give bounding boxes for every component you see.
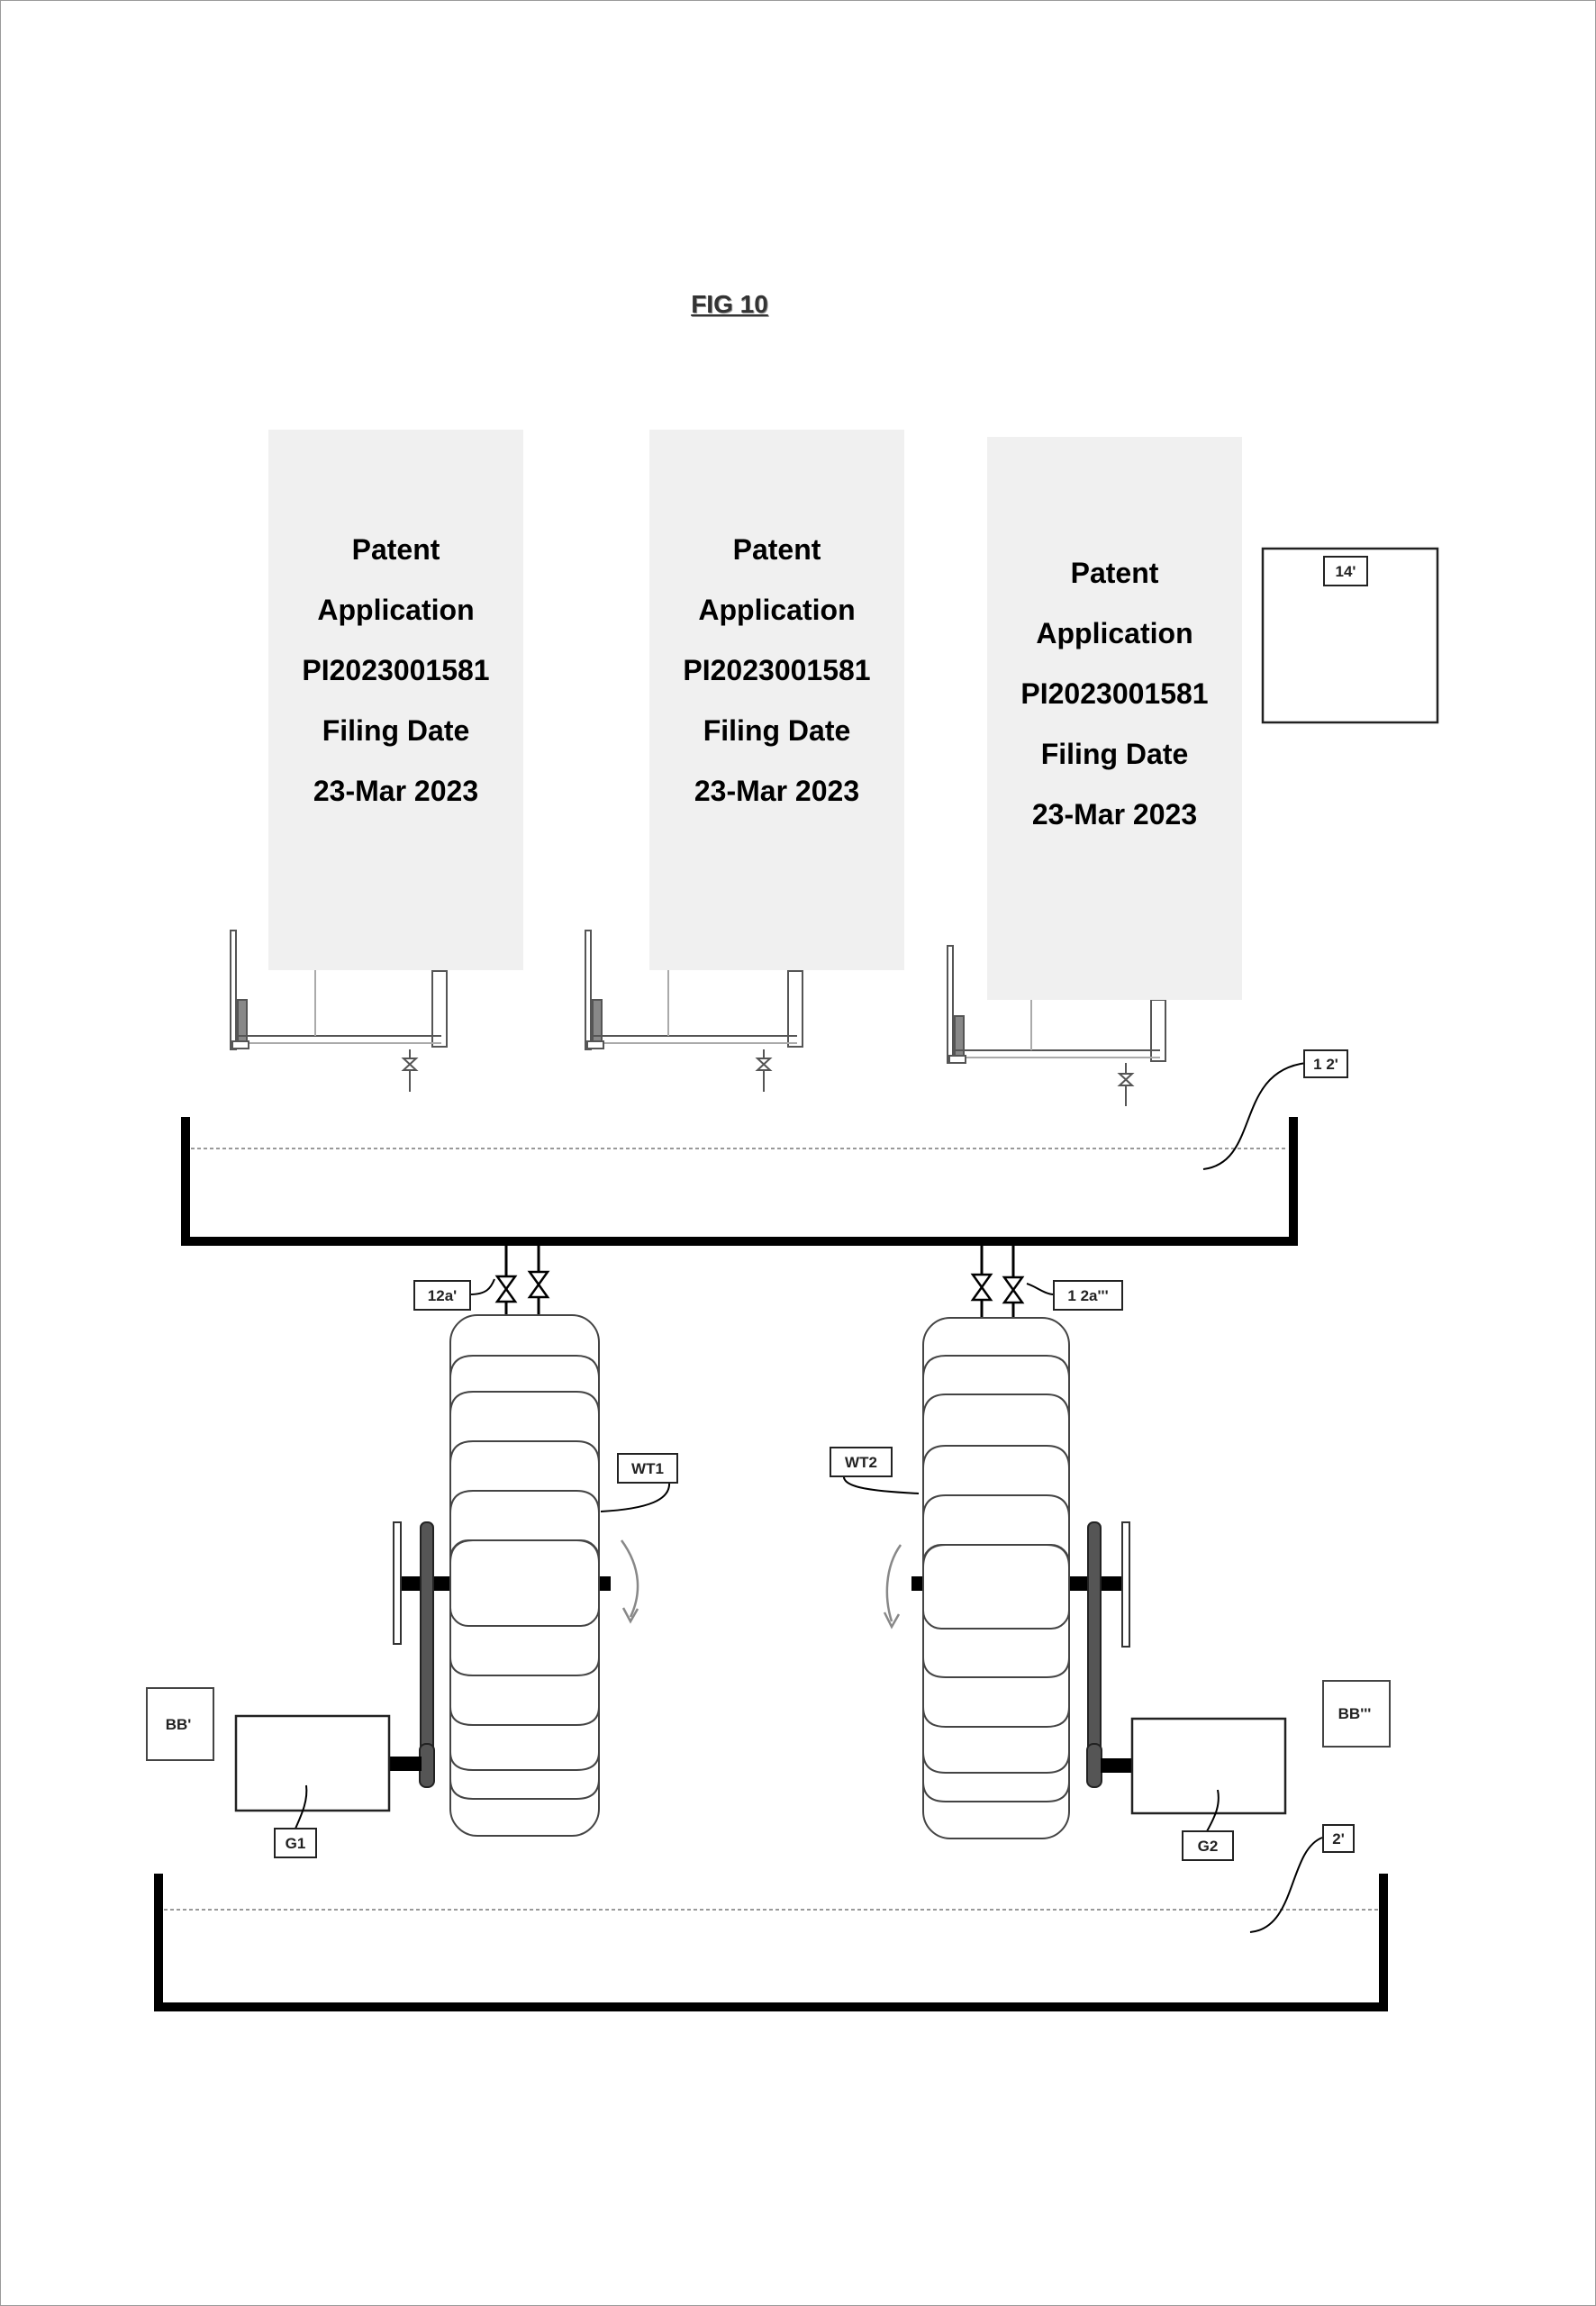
stamp-line: Filing Date bbox=[322, 714, 470, 747]
stamp-line: Application bbox=[1036, 617, 1193, 649]
svg-text:12a': 12a' bbox=[428, 1287, 457, 1304]
stamp-line: PI2023001581 bbox=[683, 654, 871, 686]
stamp-line: PI2023001581 bbox=[1020, 677, 1209, 710]
label-turbine-2: WT2 bbox=[830, 1447, 893, 1477]
lower-main-tank bbox=[154, 1837, 1388, 2011]
svg-text:BB''': BB''' bbox=[1338, 1705, 1372, 1722]
svg-text:WT1: WT1 bbox=[631, 1460, 664, 1477]
stamp-line: Patent bbox=[1070, 557, 1159, 589]
filing-stamp-1: Patent Application PI2023001581 Filing D… bbox=[268, 430, 523, 970]
svg-text:WT2: WT2 bbox=[845, 1454, 877, 1471]
svg-text:G1: G1 bbox=[286, 1835, 306, 1852]
stamp-line: Application bbox=[698, 594, 856, 626]
svg-text:1 2': 1 2' bbox=[1313, 1056, 1338, 1073]
stamp-line: 23-Mar 2023 bbox=[1031, 798, 1198, 831]
svg-text:2': 2' bbox=[1332, 1830, 1345, 1848]
turbine-wt1 bbox=[389, 1314, 671, 1837]
label-valve-right: 1 2a''' bbox=[1053, 1280, 1123, 1311]
label-turbine-1: WT1 bbox=[617, 1453, 678, 1484]
svg-text:BB': BB' bbox=[166, 1716, 192, 1733]
battery-bb-left bbox=[146, 1687, 214, 1761]
generator-g2 bbox=[1130, 1717, 1287, 1832]
label-generator-2: G2 bbox=[1182, 1830, 1234, 1861]
battery-bb-right bbox=[1322, 1680, 1391, 1748]
generator-g1 bbox=[234, 1714, 391, 1829]
upper-tank-3 bbox=[947, 945, 1166, 1106]
filing-stamp-3: Patent Application PI2023001581 Filing D… bbox=[987, 437, 1242, 1000]
svg-text:14': 14' bbox=[1336, 563, 1356, 580]
stamp-line: Patent bbox=[351, 533, 440, 566]
stamp-line: Filing Date bbox=[703, 714, 851, 747]
label-tank-2: 2' bbox=[1322, 1824, 1355, 1853]
label-box-14: 14' bbox=[1323, 556, 1368, 586]
stamp-line: Filing Date bbox=[1040, 738, 1189, 770]
stamp-line: 23-Mar 2023 bbox=[313, 775, 479, 807]
filing-stamp-2: Patent Application PI2023001581 Filing D… bbox=[649, 430, 904, 970]
figure-title: FIG 10 bbox=[691, 290, 768, 318]
upper-main-tank bbox=[181, 1062, 1307, 1246]
stamp-line: 23-Mar 2023 bbox=[694, 775, 860, 807]
label-battery-right: BB''' bbox=[1338, 1705, 1372, 1722]
stamp-line: Application bbox=[317, 594, 475, 626]
label-tank-12: 1 2' bbox=[1303, 1049, 1348, 1078]
svg-text:1 2a''': 1 2a''' bbox=[1067, 1287, 1108, 1304]
stamp-line: PI2023001581 bbox=[302, 654, 490, 686]
upper-tank-1 bbox=[230, 930, 448, 1092]
svg-text:G2: G2 bbox=[1198, 1838, 1219, 1855]
upper-tank-2 bbox=[585, 930, 803, 1092]
label-battery-left: BB' bbox=[166, 1716, 192, 1733]
label-generator-1: G1 bbox=[274, 1828, 317, 1858]
turbine-wt2 bbox=[842, 1317, 1133, 1839]
stamp-line: Patent bbox=[732, 533, 821, 566]
label-valve-left: 12a' bbox=[413, 1280, 471, 1311]
